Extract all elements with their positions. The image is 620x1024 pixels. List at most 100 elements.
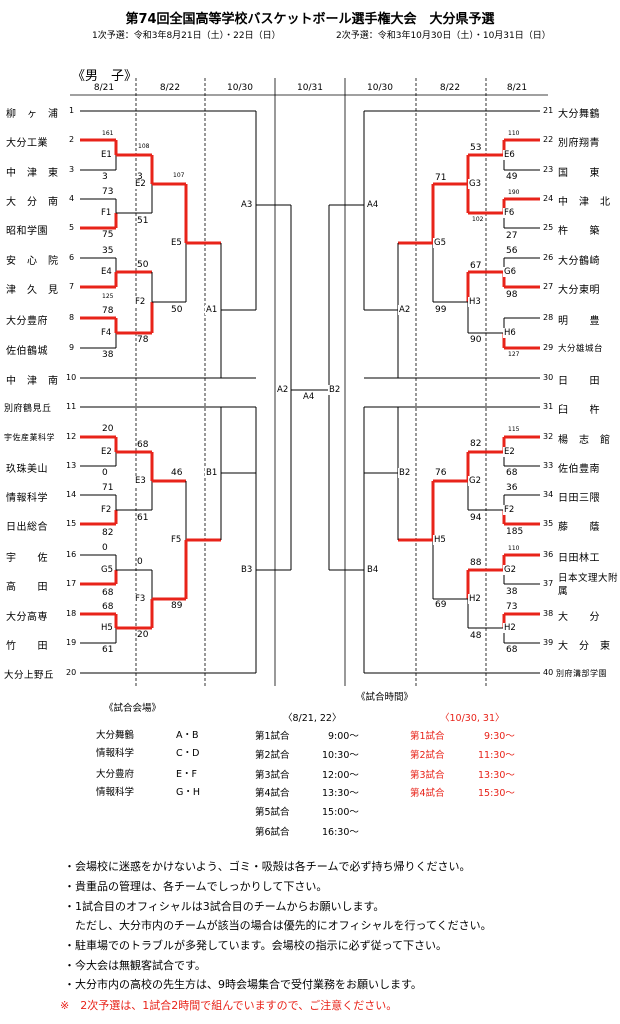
team-name: 玖珠美山 [6,464,48,475]
team-number: 40 [543,668,554,677]
team-name: 大分工業 [6,138,48,149]
game-slot: 第3試合 [410,770,445,781]
team-name: 別府鶴見丘 [4,404,52,414]
score: 78 [137,335,149,345]
game-label: A4 [302,392,316,402]
score: 69 [435,600,447,610]
score: 110 [508,545,520,552]
score: 68 [506,645,518,655]
game-label: H3 [468,297,482,307]
team-number: 2 [69,135,75,144]
score: 88 [470,558,482,568]
score: 38 [102,350,114,360]
team-name: 宇 佐 [6,553,48,564]
score: 0 [102,543,108,553]
team-number: 14 [66,490,77,499]
date-header: 8/22 [439,83,461,93]
game-label: F2 [503,505,516,515]
team-name: 高 田 [6,582,48,593]
team-name: 藤 蔭 [558,522,600,533]
game-label: B3 [240,565,254,575]
score: 20 [137,630,149,640]
game-time: 16:30～ [322,827,359,838]
game-label: F1 [100,208,113,218]
score: 107 [173,172,185,179]
game-label: G5 [100,565,114,575]
team-number: 15 [66,519,77,528]
venue-courts: C・D [176,748,200,759]
score: 71 [102,483,114,493]
team-number: 35 [543,519,554,528]
game-label: G2 [468,476,482,486]
team-number: 23 [543,165,554,174]
times-header-822: 〈8/21, 22〉 [283,713,342,724]
game-label: H5 [433,535,447,545]
team-number: 10 [66,373,77,382]
team-number: 16 [66,550,77,559]
score: 0 [137,557,143,567]
team-name: 竹 田 [6,641,48,652]
team-name: 佐伯鶴城 [6,346,48,357]
game-label: F6 [503,208,516,218]
game-label: F4 [100,328,113,338]
team-name: 大分東明 [558,285,600,296]
subtitle-first-round: 1次予選：令和3年8月21日（土）・22日（日） [92,31,281,41]
score: 82 [470,439,482,449]
score: 68 [102,588,114,598]
game-label: G5 [433,238,447,248]
score: 110 [508,130,520,137]
score: 108 [138,143,150,150]
team-number: 5 [69,223,75,232]
game-label: H2 [468,594,482,604]
note-item: ただし、大分市内のチームが該当の場合は優先的にオフィシャルを行ってください。 [64,919,492,932]
team-number: 26 [543,253,554,262]
score: 99 [435,305,447,315]
left-bracket [80,110,326,674]
venue-courts: E・F [176,769,197,780]
team-number: 12 [66,432,77,441]
team-number: 3 [69,165,75,174]
game-label: H5 [100,623,114,633]
game-slot: 第4試合 [410,788,445,799]
score: 73 [102,187,114,197]
team-name: 中 津 南 [6,376,59,387]
date-header: 8/22 [159,83,181,93]
division-label: 《男 子》 [72,69,138,84]
team-name: 大 分 東 [558,641,611,652]
score: 0 [102,468,108,478]
team-number: 29 [543,343,554,352]
score: 50 [171,305,183,315]
score: 89 [171,601,183,611]
team-number: 1 [69,106,75,115]
game-label: F3 [134,594,147,604]
score: 50 [137,260,149,270]
team-name: 津 久 見 [6,285,59,296]
game-time: 15:00～ [322,807,359,818]
game-label: B2 [398,468,412,478]
score: 35 [102,246,114,256]
venue-name: 大分舞鶴 [96,730,135,741]
team-name: 杵 築 [558,226,600,237]
team-number: 20 [66,668,77,677]
note-item: ・今大会は無観客試合です。 [64,959,206,972]
team-number: 22 [543,135,554,144]
score: 3 [137,172,143,182]
game-time: 10:30～ [322,750,359,761]
game-label: A2 [276,385,290,395]
team-name: 日田三隈 [558,493,600,504]
game-slot: 第5試合 [255,807,290,818]
game-label: A2 [398,305,412,315]
times-header-1030: 〈10/30, 31〉 [440,713,505,724]
team-name: 日 田 [558,376,600,387]
score: 3 [102,172,108,182]
team-number: 33 [543,461,554,470]
team-name: 明 豊 [558,316,600,327]
venue-name: 情報科学 [96,787,135,798]
game-label: E2 [100,447,113,457]
score: 53 [470,143,482,153]
team-number: 39 [543,638,554,647]
score: 61 [137,513,149,523]
game-label: E4 [100,267,113,277]
team-number: 36 [543,550,554,559]
score: 20 [102,424,114,434]
